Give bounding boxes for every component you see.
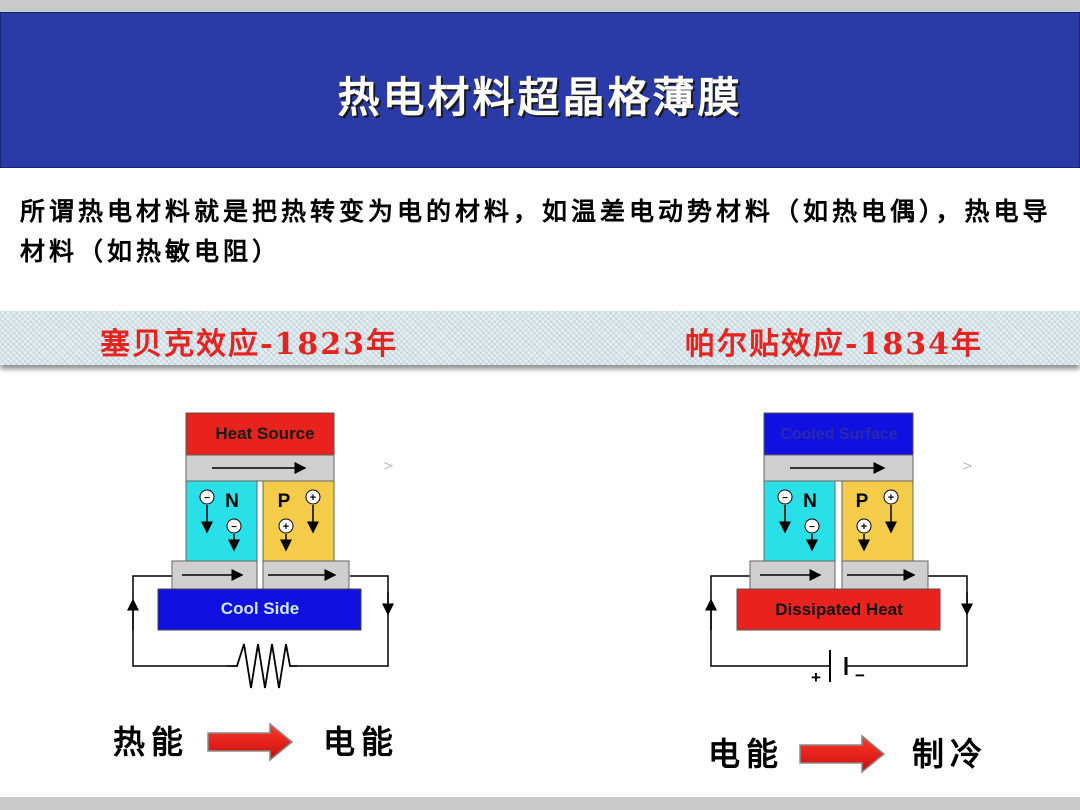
seebeck-hole-sign-1: + [310,492,316,504]
peltier-to-label: 制冷 [912,735,988,773]
intro-paragraph: 所谓热电材料就是把热转变为电的材料，如温差电动势材料（如热电偶），热电导材料（如… [20,197,1052,266]
peltier-hole-1 [883,489,899,505]
seebeck-p-label: P [278,491,291,512]
seebeck-electron-sign-2: − [231,522,237,533]
slide-title: 热电材料超晶格薄膜 [337,72,743,122]
effects-band: 塞贝克效应-1823年 帕尔贴效应-1834年 [0,311,1080,365]
seebeck-conversion-arrow-icon [207,722,294,762]
seebeck-cool-side-plate [157,588,362,631]
seebeck-p-leg [262,480,335,562]
battery-icon [829,650,848,682]
peltier-electron-2 [804,518,820,534]
seebeck-hole-1 [305,489,321,505]
seebeck-n-label: N [225,491,239,512]
seebeck-diagram: Heat Source − N − P + + Cool Side > 热能 [113,412,399,762]
seebeck-heat-source-label: Heat Source [215,424,314,443]
peltier-hole-2 [856,518,872,534]
peltier-cooled-surface-label: Cooled Surface [780,426,897,443]
peltier-dissipated-heat-label: Dissipated Heat [775,600,903,619]
seebeck-from-label: 热能 [113,723,189,761]
bottom-border-bar [0,797,1080,810]
peltier-hole-sign-1: + [888,492,894,504]
seebeck-hole-sign-2: + [283,521,289,533]
peltier-conversion-arrow-icon [799,734,886,774]
peltier-hole-sign-2: + [861,521,867,533]
peltier-n-label: N [803,491,817,512]
peltier-stray-mark: > [962,459,973,474]
seebeck-circuit-wire-right [297,575,389,667]
resistor-icon [227,643,297,689]
peltier-electron-1 [777,489,793,505]
peltier-electron-sign-2: − [809,522,815,533]
seebeck-cool-side-label: Cool Side [221,599,299,618]
peltier-diagram: + − Cooled Surface − N − P + + Dissipa [705,412,988,774]
seebeck-electron-2 [226,518,242,534]
seebeck-stray-mark: > [383,459,394,474]
peltier-p-leg [841,480,914,562]
seebeck-effect-label: 塞贝克效应-1823年 [100,327,398,362]
peltier-electron-sign-1: − [782,493,788,504]
seebeck-to-label: 电能 [323,723,399,761]
peltier-from-label: 电能 [708,735,784,773]
seebeck-electron-sign-1: − [204,493,210,504]
peltier-n-leg [763,480,836,562]
peltier-dissipated-heat-plate [736,588,941,631]
seebeck-n-leg [185,480,258,562]
seebeck-electron-1 [199,489,215,505]
seebeck-hole-2 [278,518,294,534]
peltier-p-label: P [856,491,869,512]
battery-plus-label: + [811,668,821,687]
peltier-cooled-surface-plate [763,412,914,456]
peltier-circuit-wire-right [846,575,968,667]
seebeck-heat-source-plate [185,412,335,456]
top-border-bar [0,0,1080,12]
peltier-effect-label: 帕尔贴效应-1834年 [685,327,983,362]
battery-minus-label: − [855,666,865,685]
